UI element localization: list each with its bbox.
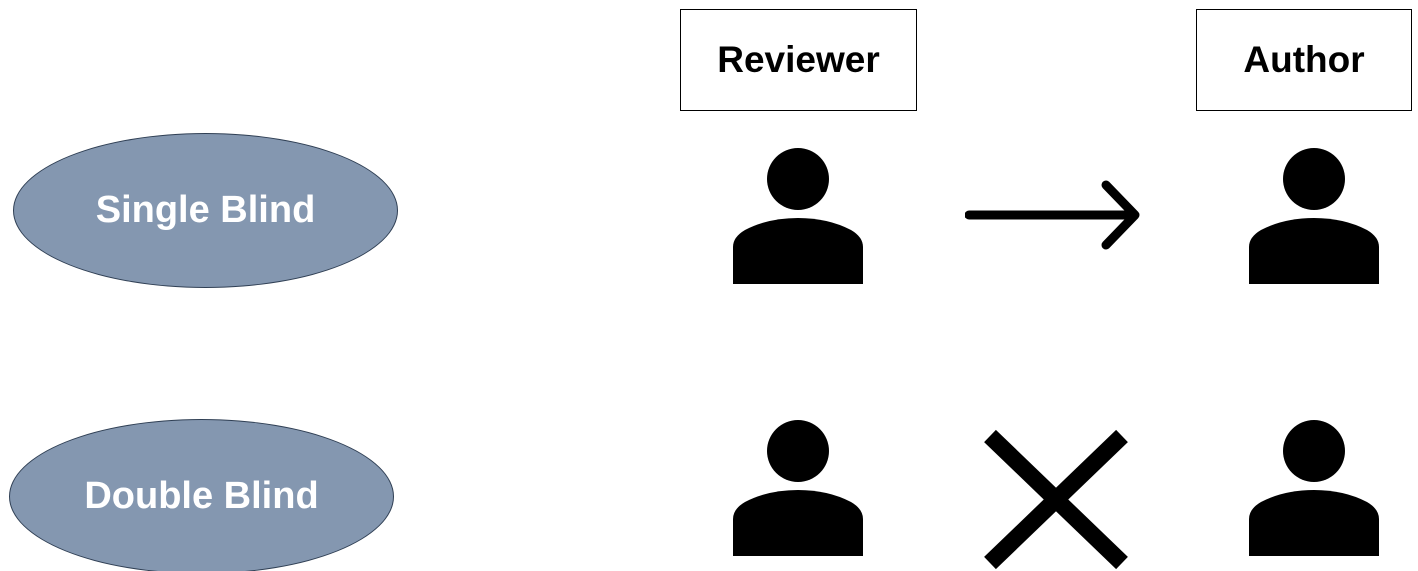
single-blind-label: Single Blind — [95, 189, 316, 231]
reviewer-header: Reviewer — [680, 9, 917, 111]
reviewer-person-icon — [733, 420, 863, 556]
author-person-icon — [1249, 148, 1379, 284]
double-blind-label: Double Blind — [84, 475, 319, 517]
single-blind-oval: Single Blind — [13, 133, 398, 288]
reviewer-header-label: Reviewer — [717, 39, 880, 80]
author-person-icon — [1249, 420, 1379, 556]
reviewer-person-icon — [733, 148, 863, 284]
double-blind-oval: Double Blind — [9, 419, 394, 571]
right-arrow-icon — [965, 180, 1140, 250]
author-header-label: Author — [1243, 39, 1365, 80]
cross-icon — [984, 429, 1128, 570]
author-header: Author — [1196, 9, 1412, 111]
